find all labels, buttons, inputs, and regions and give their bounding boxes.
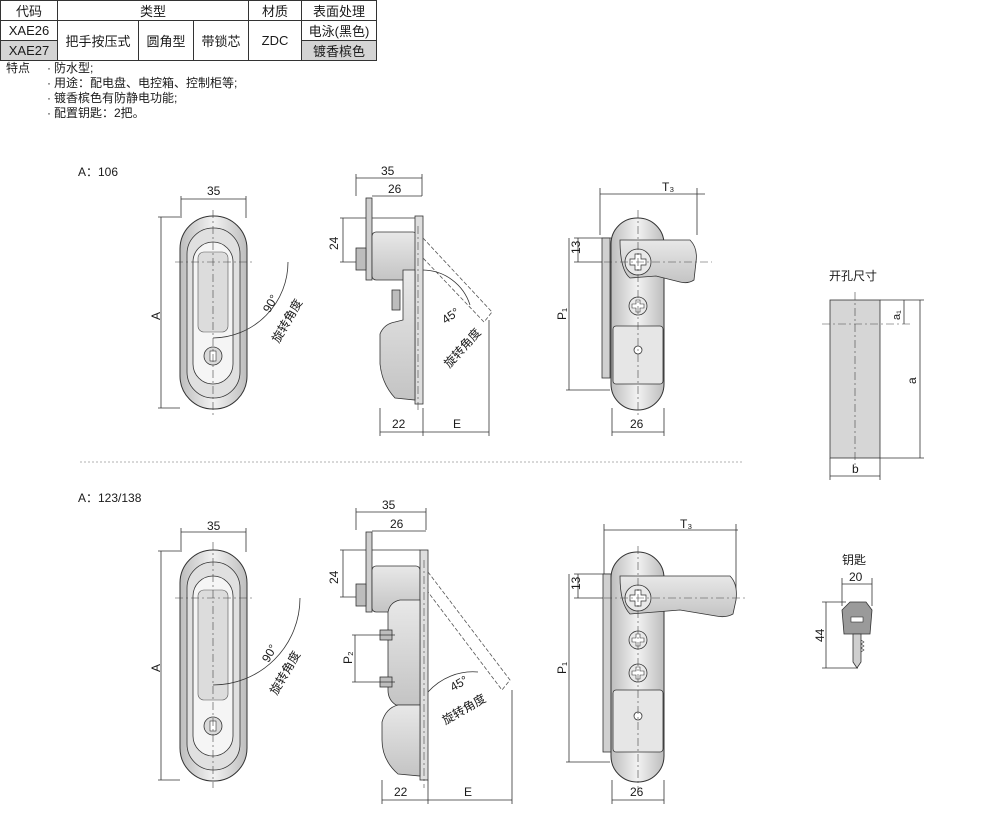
dim-b: b [852,462,859,476]
side-view-2: 35 26 24 P₂ 22 E 45° 旋转角度 [327,498,513,804]
feature-text: 镀香槟色有防静电功能; [54,91,178,105]
section1-label: A：106 [78,165,118,179]
dim-side-35-2: 35 [382,498,396,512]
dim-13-2: 13 [569,576,583,590]
rear-view-1: T₃ 13 P₁ 26 [555,180,712,436]
spec-table: 代码 类型 材质 表面处理 XAE26 把手按压式 圆角型 带锁芯 ZDC 电泳… [0,0,377,61]
dim-a1: a₁ [891,310,903,320]
rear-view-2: T₃ 13 P₁ 26 [555,517,748,804]
rotation-label-side-2: 旋转角度 [439,691,488,728]
dim-front-width-1: 35 [207,184,221,198]
feature-text: 用途：配电盘、电控箱、控制柜等; [54,76,238,90]
dim-T3-1: T₃ [662,180,674,194]
dim-side-26-1: 26 [388,182,402,196]
front-view-1: 35 A 90° 旋转角度 [149,184,305,415]
dim-side-35-1: 35 [381,164,395,178]
dim-A-1: A [149,312,163,320]
cutout-title: 开孔尺寸 [829,269,877,283]
key-view: 钥匙 20 44 [813,553,873,669]
dim-side-22-1: 22 [392,417,406,431]
type-cell: 圆角型 [138,20,194,61]
header-code: 代码 [0,0,58,21]
header-type: 类型 [57,0,249,21]
dim-26-2: 26 [630,785,644,799]
feature-text: 防水型; [54,61,94,75]
dim-key-20: 20 [849,570,863,584]
dim-26-1: 26 [630,417,644,431]
section2-label: A：123/138 [78,491,142,505]
dim-13-1: 13 [569,240,583,254]
dim-P1-2: P₁ [555,662,569,674]
rotation-90-1: 90° [260,292,281,315]
side-view-1: 35 26 24 22 E 45° 旋转角度 [327,164,493,436]
table-row: XAE27 镀香槟色 [0,40,377,61]
finish-cell: 镀香槟色 [301,40,377,61]
dim-P1-1: P₁ [555,308,569,320]
rotation-45-1: 45° [439,305,462,327]
features-lead: 特点 [6,61,31,75]
finish-cell: 电泳(黑色) [301,20,377,41]
dim-A-2: A [149,664,163,672]
code-cell: XAE27 [0,40,58,61]
table-header-row: 代码 类型 材质 表面处理 [0,0,377,21]
list-item: 特点·防水型; [6,61,94,75]
rotation-label-side-1: 旋转角度 [441,325,484,371]
dim-T3-2: T₃ [680,517,692,531]
dim-E-1: E [453,417,461,431]
key-title: 钥匙 [842,553,866,567]
front-view-2: 35 A 90° 旋转角度 [149,519,303,788]
dim-P2: P₂ [341,651,355,664]
header-material: 材质 [248,0,302,21]
features-list: 特点·防水型; ·用途：配电盘、电控箱、控制柜等; ·镀香槟色有防静电功能; ·… [6,61,237,121]
list-item: ·镀香槟色有防静电功能; [47,91,178,105]
feature-text: 配置钥匙：2把。 [54,106,145,120]
dim-E-2: E [464,785,472,799]
table-row: XAE26 把手按压式 圆角型 带锁芯 ZDC 电泳(黑色) [0,20,377,61]
cutout-view: 开孔尺寸 a₁ a b [822,269,924,480]
rotation-90-2: 90° [259,642,280,665]
dim-key-44: 44 [813,628,827,642]
material-cell: ZDC [248,20,302,61]
dim-side-24-2: 24 [327,570,341,584]
dim-side-22-2: 22 [394,785,408,799]
dim-front-width-2: 35 [207,519,221,533]
dim-side-24-1: 24 [327,236,341,250]
type-cell: 带锁芯 [193,20,249,61]
dim-a: a [905,377,919,384]
list-item: ·用途：配电盘、电控箱、控制柜等; [47,76,238,90]
list-item: ·配置钥匙：2把。 [47,106,145,120]
dim-side-26-2: 26 [390,517,404,531]
